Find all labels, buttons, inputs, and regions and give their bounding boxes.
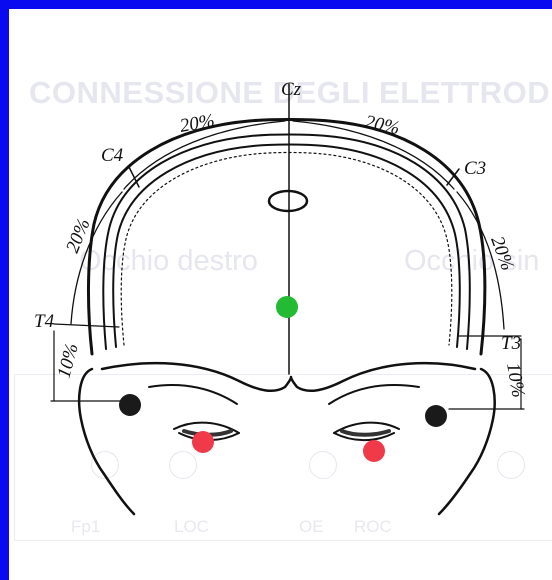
label-t3: T3 xyxy=(501,333,521,354)
diagram-panel: CONNESSIONE DEGLI ELETTRODI Occhio destr… xyxy=(9,9,552,580)
face-left-side xyxy=(439,474,470,514)
right-infraorbital-electrode xyxy=(192,431,214,453)
vertex-electrode xyxy=(276,296,298,318)
head-diagram: Cz C4 C3 T4 T3 20% 20% 20% 20% 10% 10% xyxy=(9,9,552,580)
face-right-side xyxy=(104,474,134,514)
percent-top-right: 20% xyxy=(363,111,401,139)
left-ear xyxy=(470,369,495,474)
percent-low-right: 10% xyxy=(502,361,529,399)
skull-outer-contour xyxy=(88,120,484,355)
left-eye-shadow xyxy=(342,431,389,435)
percent-top-left: 20% xyxy=(178,110,216,137)
right-temple-electrode xyxy=(119,394,141,416)
brow-right xyxy=(329,385,419,404)
ventricle xyxy=(269,191,307,211)
right-ear xyxy=(79,369,104,474)
t4-line xyxy=(54,324,119,327)
label-cz: Cz xyxy=(281,79,302,100)
brow-left xyxy=(149,385,237,404)
label-c3: C3 xyxy=(464,158,486,179)
percent-low-left: 10% xyxy=(54,341,83,380)
label-t4: T4 xyxy=(34,311,55,332)
left-temple-electrode xyxy=(425,405,447,427)
label-c4: C4 xyxy=(101,145,124,166)
left-infraorbital-electrode xyxy=(363,440,385,462)
percent-side-right: 20% xyxy=(486,234,518,274)
